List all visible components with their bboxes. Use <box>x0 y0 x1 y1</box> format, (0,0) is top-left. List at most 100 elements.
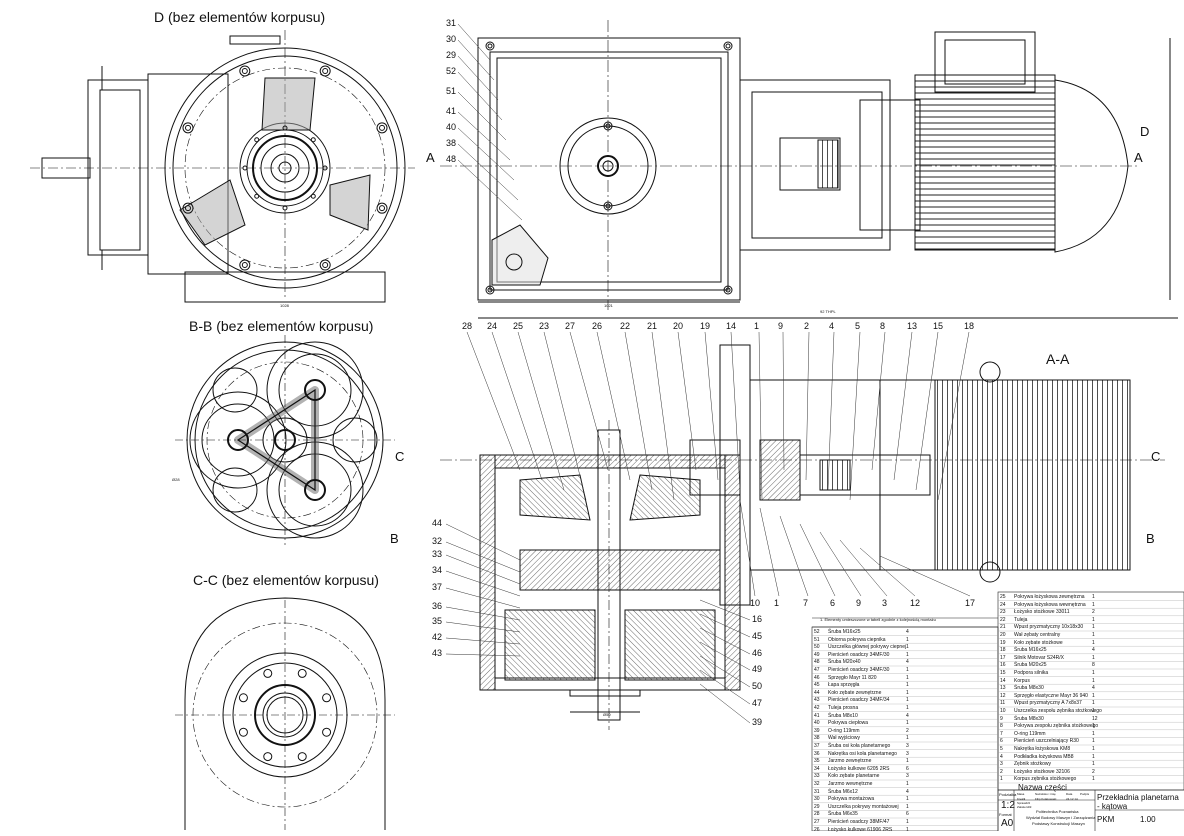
callout-aa-5: 5 <box>855 321 861 331</box>
callout-aa-22: 22 <box>620 321 631 331</box>
callout-aa-15: 15 <box>933 321 944 331</box>
col-data: Data <box>1066 792 1073 796</box>
table-row-name: Tuleja <box>1014 616 1028 623</box>
callout-aa-14: 14 <box>726 321 737 331</box>
table-row-qty: 1 <box>906 781 909 787</box>
table-row-name: Pierścień osadczy 34MF/30 <box>828 651 890 658</box>
table-row-qty: 1 <box>1092 616 1095 623</box>
table-row-no: 21 <box>1000 624 1006 631</box>
table-row-no: 44 <box>814 689 820 696</box>
table-row-name: Obiorna pokrywa ciepnika <box>828 636 886 643</box>
table-row-qty: 1 <box>1092 692 1095 699</box>
callout-51: 51 <box>446 86 457 96</box>
table-row-qty: 1 <box>1092 776 1095 783</box>
table-row-no: 52 <box>814 629 820 635</box>
section-mark-a-right: A <box>1134 150 1143 165</box>
callout-aa-right-39: 39 <box>752 717 763 727</box>
callout-aa-bot-3: 3 <box>882 598 888 608</box>
table-row-name: Śruba M16x25 <box>828 629 861 635</box>
table-row-qty: 1 <box>1092 639 1095 646</box>
table-row-name: Jarzmo wewnętrzne <box>828 781 873 787</box>
callout-aa-left-37: 37 <box>432 582 443 592</box>
table-row-name: Śruba osi koła planetarnego <box>828 743 891 749</box>
table-row-no: 36 <box>814 750 820 757</box>
table-row-name: Łożysko kulkowe 61906 2RS <box>828 826 893 833</box>
table-row-name: Śruba M6x35 <box>828 811 858 818</box>
table-row-no: 38 <box>814 735 820 742</box>
callout-aa-right-46: 46 <box>752 648 763 658</box>
table-row-qty: 1 <box>906 644 909 651</box>
table-row-qty: 1 <box>1092 670 1095 676</box>
table-row-qty: 2 <box>906 727 909 734</box>
table-row-no: 48 <box>814 659 820 666</box>
callout-aa-9: 9 <box>778 321 784 331</box>
table-row-name: Łożysko stożkowe 33011 <box>1014 609 1070 616</box>
table-row-no: 47 <box>814 667 820 673</box>
table-row-name: Uszczelka zespołu zębnika stożkowego <box>1014 708 1102 714</box>
dim-top-overall: 92 THPL <box>820 309 836 314</box>
table-row-qty: 4 <box>906 712 909 719</box>
callout-aa-bot-9: 9 <box>856 598 862 608</box>
table-row-no: 37 <box>814 743 820 749</box>
table-row-no: 8 <box>1000 723 1003 730</box>
table-row-name: Wpust pryzmatyczny A 7x8x37 <box>1014 700 1082 707</box>
callout-aa-right-49: 49 <box>752 664 763 674</box>
callout-aa-24: 24 <box>487 321 498 331</box>
table-row-no: 24 <box>1000 601 1006 608</box>
table-row-qty: 2 <box>1092 768 1095 775</box>
callout-aa-8: 8 <box>880 321 886 331</box>
callout-aa-left-42: 42 <box>432 632 443 642</box>
table-row-qty: 1 <box>1092 723 1095 730</box>
table-row-no: 33 <box>814 773 820 780</box>
callout-aa-25: 25 <box>513 321 524 331</box>
table-row-no: 23 <box>1000 609 1006 616</box>
table-row-no: 7 <box>1000 730 1003 737</box>
table-row-no: 49 <box>814 651 820 658</box>
callout-aa-26: 26 <box>592 321 603 331</box>
table-row-name: Śruba M8x30 <box>1014 685 1044 692</box>
view-cc-title: C-C (bez elementów korpusu) <box>193 572 379 588</box>
dim-d-width: 1028 <box>280 303 289 308</box>
callout-aa-bot-10: 10 <box>750 598 761 608</box>
callout-52: 52 <box>446 66 457 76</box>
table-row-name: Uszczelka pokrywy montażowej <box>828 803 899 810</box>
callout-aa-bot-1: 1 <box>774 598 780 608</box>
table-row-no: 17 <box>1000 654 1006 661</box>
callout-aa-right-47: 47 <box>752 698 763 708</box>
callout-aa-13: 13 <box>907 321 918 331</box>
table-row-qty: 1 <box>906 636 909 643</box>
table-row-no: 26 <box>814 826 820 833</box>
table-row-name: Śruba M20x40 <box>828 659 861 666</box>
table-row-no: 30 <box>814 796 820 803</box>
callout-aa-19: 19 <box>700 321 711 331</box>
callout-40: 40 <box>446 122 457 132</box>
table-row-no: 15 <box>1000 670 1006 676</box>
table-row-qty: 1 <box>1092 677 1095 684</box>
table-row-qty: 1 <box>906 803 909 810</box>
table-row-qty: 4 <box>906 659 909 666</box>
table-row-no: 46 <box>814 674 820 681</box>
view-aa <box>440 344 1165 730</box>
table-row-no: 28 <box>814 811 820 818</box>
table-note: 1. Elementy umieszczone w tabeli zgodnie… <box>820 617 936 622</box>
table-row-no: 51 <box>814 636 820 643</box>
callout-aa-left-33: 33 <box>432 549 443 559</box>
callout-aa-bot-7: 7 <box>803 598 809 608</box>
table-row-name: Łożysko stożkowe 32106 <box>1014 768 1070 775</box>
table-row-qty: 1 <box>1092 708 1095 714</box>
table-row-qty: 1 <box>1092 761 1095 768</box>
view-d <box>30 30 415 303</box>
view-bb <box>175 335 395 545</box>
table-row-name: Wał zębaty centralny <box>1014 632 1061 638</box>
date: 24.12.14 <box>1066 797 1078 801</box>
table-row-qty: 4 <box>906 788 909 795</box>
table-row-no: 2 <box>1000 768 1003 775</box>
faculty: Wydział Budowy Maszyn i Zarządzania <box>1026 815 1096 820</box>
table-row-qty: 4 <box>906 629 909 635</box>
table-row-no: 35 <box>814 758 820 765</box>
section-mark-b-right: B <box>1146 531 1155 546</box>
zatwierdzil: Zatwierdził <box>1017 805 1032 809</box>
table-row-qty: 1 <box>1092 601 1095 608</box>
callout-aa-right-50: 50 <box>752 681 763 691</box>
col-nazwa: Nazwisko i imię <box>1035 792 1056 796</box>
